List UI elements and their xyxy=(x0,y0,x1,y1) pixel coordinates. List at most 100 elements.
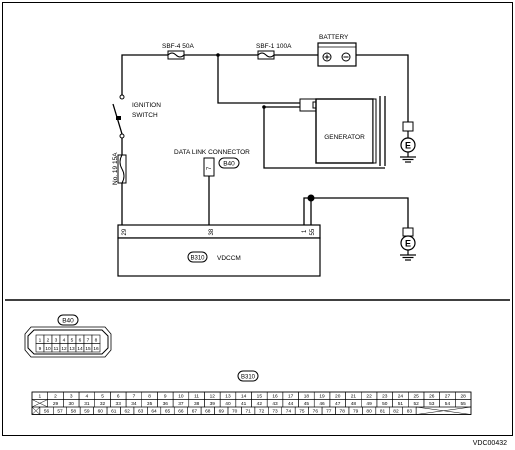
b310-pin-label: 64 xyxy=(151,409,157,415)
b40-badge-label: B40 xyxy=(223,161,235,168)
b310-pin-label: 31 xyxy=(84,401,90,407)
b310-pin-label: 13 xyxy=(225,394,231,400)
b310-pin-label: 82 xyxy=(393,409,399,415)
b310-pin-label: 72 xyxy=(259,409,265,415)
b310-pin-label: 23 xyxy=(382,394,388,400)
b310-pin-label: 4 xyxy=(86,394,89,400)
b310-pin-label: 41 xyxy=(241,401,247,407)
b310-blank-mark xyxy=(416,406,472,415)
b310-face-badge xyxy=(237,370,259,382)
b40-pin-label: 8 xyxy=(95,337,98,343)
b310-pin-label: 32 xyxy=(100,401,106,407)
generator-symbol xyxy=(299,96,386,166)
b310-pin-label: 58 xyxy=(71,409,77,415)
b310-badge xyxy=(187,251,208,263)
b40-pin-label: 5 xyxy=(71,337,74,343)
generator-label: GENERATOR xyxy=(324,134,365,141)
b310-pin-label: 44 xyxy=(288,401,294,407)
fuse-no19-label: No. 19 15A xyxy=(112,152,119,185)
b310-pin-label: 47 xyxy=(335,401,341,407)
vdccm-pin-1: 1 xyxy=(302,229,308,233)
b310-pin-label: 79 xyxy=(353,409,359,415)
b310-pin-label: 42 xyxy=(257,401,263,407)
b40-pin-label: 9 xyxy=(39,346,42,352)
b310-pin-label: 49 xyxy=(366,401,372,407)
b310-pin-label: 24 xyxy=(398,394,404,400)
ground-generator-label: E xyxy=(405,141,411,151)
b310-pin-label: 26 xyxy=(429,394,435,400)
b310-pin-label: 48 xyxy=(351,401,357,407)
b310-pin-label: 62 xyxy=(125,409,131,415)
b40-pin-label: 10 xyxy=(45,346,51,352)
b310-pin-label: 18 xyxy=(304,394,310,400)
vdccm-pin-55: 55 xyxy=(310,228,316,235)
b310-pin-label: 28 xyxy=(460,394,466,400)
splice-point xyxy=(307,194,315,202)
b40-face-badge xyxy=(57,314,79,326)
b40-pin-label: 1 xyxy=(39,337,42,343)
b310-pin-label: 7 xyxy=(133,394,136,400)
b310-pin-label: 17 xyxy=(288,394,294,400)
b40-pin-label: 12 xyxy=(61,346,67,352)
b310-pin-label: 68 xyxy=(205,409,211,415)
b310-pin-label: 54 xyxy=(445,401,451,407)
fuse-sbf4-label: SBF-4 50A xyxy=(162,43,194,50)
b310-pin-label: 67 xyxy=(192,409,198,415)
dlc-pin: 7 xyxy=(207,166,213,170)
b310-pin-label: 51 xyxy=(398,401,404,407)
b310-pin-label: 69 xyxy=(219,409,225,415)
b40-pin-label: 2 xyxy=(47,337,50,343)
b310-pin-label: 21 xyxy=(351,394,357,400)
ignition-label-2: SWITCH xyxy=(132,112,158,119)
vdccm-pin-29: 29 xyxy=(122,228,128,235)
b310-pin-label: 45 xyxy=(304,401,310,407)
b40-pin-label: 14 xyxy=(77,346,83,352)
b40-badge xyxy=(218,157,240,169)
b310-pin-label: 27 xyxy=(445,394,451,400)
battery-label: BATTERY xyxy=(319,34,349,41)
b310-pin-label: 71 xyxy=(245,409,251,415)
b310-pin-label: 9 xyxy=(164,394,167,400)
fuse-sbf1 xyxy=(257,50,275,60)
b310-pin-label: 83 xyxy=(407,409,413,415)
ignition-switch-symbol xyxy=(112,94,125,139)
dlc-connector xyxy=(203,157,215,177)
footer-code: VDC00432 xyxy=(473,440,507,447)
ground-vdccm-label: E xyxy=(405,239,411,249)
b310-pin-label: 46 xyxy=(319,401,325,407)
b310-pin-label: 10 xyxy=(178,394,184,400)
b310-pin-label: 74 xyxy=(286,409,292,415)
b310-pin-label: 77 xyxy=(326,409,332,415)
b40-pin-label: 7 xyxy=(87,337,90,343)
b310-pin-label: 81 xyxy=(380,409,386,415)
b310-pin-label: 3 xyxy=(70,394,73,400)
b310-pin-label: 39 xyxy=(210,401,216,407)
b40-pin-label: 6 xyxy=(79,337,82,343)
b310-pin-label: 37 xyxy=(178,401,184,407)
battery-symbol xyxy=(317,42,357,67)
b310-pin-label: 1 xyxy=(39,394,42,400)
ground-vdccm xyxy=(400,227,416,261)
b310-pin-label: 35 xyxy=(147,401,153,407)
b40-pin-label: 11 xyxy=(54,346,59,352)
fuse-no19 xyxy=(117,154,127,184)
b40-pin-label: 3 xyxy=(55,337,58,343)
vdccm-unit xyxy=(117,224,321,277)
b310-pin-label: 78 xyxy=(340,409,346,415)
b310-pin-label: 55 xyxy=(460,401,466,407)
b310-pin-label: 12 xyxy=(210,394,216,400)
b310-pin-label: 20 xyxy=(335,394,341,400)
b310-pin-label: 34 xyxy=(131,401,137,407)
b310-pin-label: 14 xyxy=(241,394,247,400)
b310-pin-label: 76 xyxy=(313,409,319,415)
b310-pin-label: 57 xyxy=(57,409,63,415)
b310-pin-label: 60 xyxy=(98,409,104,415)
vdccm-pin-38: 38 xyxy=(209,228,215,235)
junction-point xyxy=(262,105,266,109)
b310-pin-label: 38 xyxy=(194,401,200,407)
b310-pin-label: 70 xyxy=(232,409,238,415)
